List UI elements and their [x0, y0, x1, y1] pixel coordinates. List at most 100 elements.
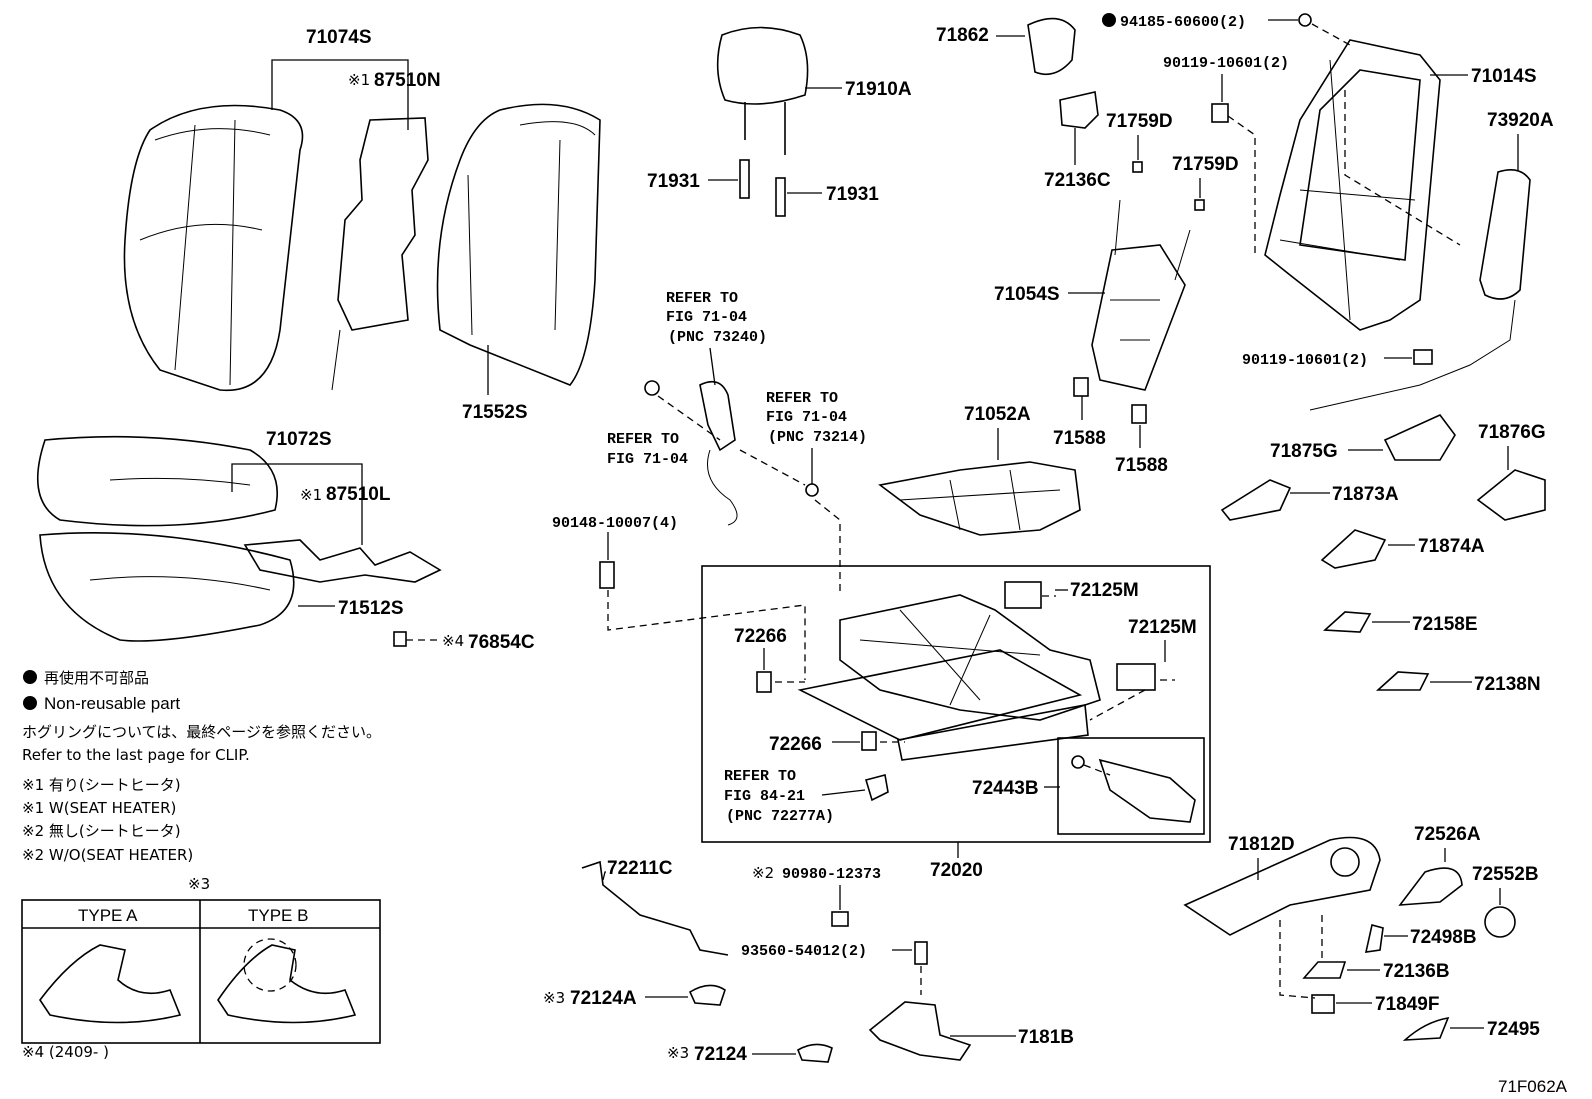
callout-71874A: 71874A: [1320, 529, 1485, 569]
ref-block-2: REFER TO FIG 71-04: [607, 431, 688, 468]
label-71552S: 71552S: [462, 402, 528, 423]
label-72125M-upper: 72125M: [1070, 580, 1139, 601]
callout-73920A: 73920A: [1309, 110, 1554, 411]
cushion-heater-drawing: [243, 539, 442, 583]
seatback-cover-drawing: [123, 104, 304, 392]
type-b-part-drawing: [217, 944, 357, 1024]
callout-71588-right: 71588: [1115, 404, 1168, 476]
callout-72124A: ※3 72124A: [543, 984, 726, 1009]
callout-71849F: 71849F: [1311, 994, 1439, 1015]
callout-71873A: 71873A: [1220, 479, 1399, 521]
mark-90980: ※2: [752, 864, 774, 882]
seatback-heater-drawing: [331, 117, 429, 391]
callout-72266-lower: 72266: [769, 734, 860, 755]
ref1-line1: REFER TO: [666, 290, 738, 307]
callout-71931-right: 71931: [775, 177, 879, 217]
callout-72552B: 72552B: [1472, 864, 1539, 938]
label-71052A: 71052A: [964, 404, 1031, 425]
notes-block: 再使用不可部品 Non-reusable part ホグリングについては、最終ペ…: [22, 669, 381, 893]
ref1-line2: FIG 71-04: [666, 309, 747, 326]
mark-87510L: ※1: [300, 486, 322, 504]
callout-72125M-lower: 72125M: [1128, 617, 1197, 662]
callout-72138N: 72138N: [1375, 671, 1541, 695]
callout-72124: ※3 72124: [667, 1043, 833, 1065]
label-72495: 72495: [1487, 1019, 1540, 1040]
label-73920A: 73920A: [1487, 110, 1554, 131]
label-71759D-upper: 71759D: [1106, 111, 1173, 132]
callout-71014S: 71014S: [1430, 66, 1537, 87]
label-71812D: 71812D: [1228, 834, 1295, 855]
type-a-header: TYPE A: [78, 906, 138, 925]
callout-71052A: 71052A: [878, 404, 1081, 536]
callout-71588-left: 71588: [1053, 377, 1106, 449]
callout-90148: 90148-10007(4): [552, 515, 806, 680]
label-72498B: 72498B: [1410, 927, 1477, 948]
label-71873A: 71873A: [1332, 484, 1399, 505]
note-nonreusable-jp: 再使用不可部品: [44, 669, 149, 687]
label-71512S: 71512S: [338, 598, 404, 619]
ref2-line2: FIG 71-04: [607, 451, 688, 468]
ref-block-1: REFER TO FIG 71-04 (PNC 73240): [666, 290, 767, 386]
label-72136B: 72136B: [1383, 961, 1450, 982]
label-72526A: 72526A: [1414, 824, 1481, 845]
note-nonreusable-en: Non-reusable part: [44, 694, 180, 713]
label-71588-left: 71588: [1053, 428, 1106, 449]
label-71588-right: 71588: [1115, 455, 1168, 476]
label-87510L: 87510L: [326, 484, 391, 505]
callout-94185: 94185-60600(2): [1102, 13, 1351, 46]
callout-72020: 72020: [930, 842, 983, 881]
type-a-part-drawing: [39, 944, 182, 1024]
callout-72266-upper: 72266: [734, 626, 787, 670]
label-72124A: 72124A: [570, 988, 637, 1009]
headrest-drawing: [716, 26, 809, 155]
label-90148: 90148-10007(4): [552, 515, 678, 532]
label-90119-upper: 90119-10601(2): [1163, 55, 1289, 72]
label-72158E: 72158E: [1412, 614, 1478, 635]
callout-71910A: 71910A: [805, 79, 912, 100]
label-72443B: 72443B: [972, 778, 1039, 799]
callout-71054S: 71054S: [994, 199, 1191, 391]
callout-72526A: 72526A: [1398, 824, 1481, 906]
type-table: TYPE A TYPE B ※4 (2409- ): [21, 899, 381, 1061]
ref2-line1: REFER TO: [607, 431, 679, 448]
callout-71074S: 71074S: [271, 27, 409, 130]
label-71072S: 71072S: [266, 429, 332, 450]
note-clip-en: Refer to the last page for CLIP.: [22, 746, 250, 764]
callout-72495: 72495: [1402, 1016, 1540, 1041]
label-72020: 72020: [930, 860, 983, 881]
callout-71552S: 71552S: [462, 345, 528, 423]
note-fn4: ※4 (2409- ): [22, 1043, 109, 1061]
ref3-line2: FIG 71-04: [766, 409, 847, 426]
callout-71875G: 71875G: [1270, 414, 1456, 462]
label-71849F: 71849F: [1375, 994, 1439, 1015]
mark-72124A: ※3: [543, 989, 565, 1007]
label-71876G: 71876G: [1478, 422, 1546, 443]
callout-72136B: 72136B: [1302, 961, 1450, 982]
label-71910A: 71910A: [845, 79, 912, 100]
label-72266-lower: 72266: [769, 734, 822, 755]
label-72266-upper: 72266: [734, 626, 787, 647]
label-71874A: 71874A: [1418, 536, 1485, 557]
label-71862: 71862: [936, 25, 989, 46]
type-b-header: TYPE B: [248, 906, 308, 925]
ref1-line3: (PNC 73240): [668, 329, 767, 346]
note-fn3: ※3: [188, 875, 210, 893]
label-90980: 90980-12373: [782, 866, 881, 883]
callout-90980: ※2 90980-12373: [752, 864, 881, 927]
label-93560: 93560-54012(2): [741, 943, 867, 960]
ref-block-4: REFER TO FIG 84-21 (PNC 72277A): [724, 768, 889, 825]
callout-76854C: ※4 76854C: [393, 631, 535, 653]
callout-71876G: 71876G: [1476, 422, 1546, 521]
callout-72136C: 72136C: [1044, 91, 1111, 191]
label-7181B: 7181B: [1018, 1027, 1074, 1048]
label-71074S: 71074S: [306, 27, 372, 48]
label-71054S: 71054S: [994, 284, 1060, 305]
seatback-frame-drawing: [1264, 39, 1461, 331]
note-fn2-jp: ※2 無し(シートヒータ): [22, 822, 181, 840]
label-72136C: 72136C: [1044, 170, 1111, 191]
ref3-line1: REFER TO: [766, 390, 838, 407]
label-71875G: 71875G: [1270, 441, 1338, 462]
label-72211C: 72211C: [607, 858, 673, 879]
label-87510N: 87510N: [374, 70, 441, 91]
